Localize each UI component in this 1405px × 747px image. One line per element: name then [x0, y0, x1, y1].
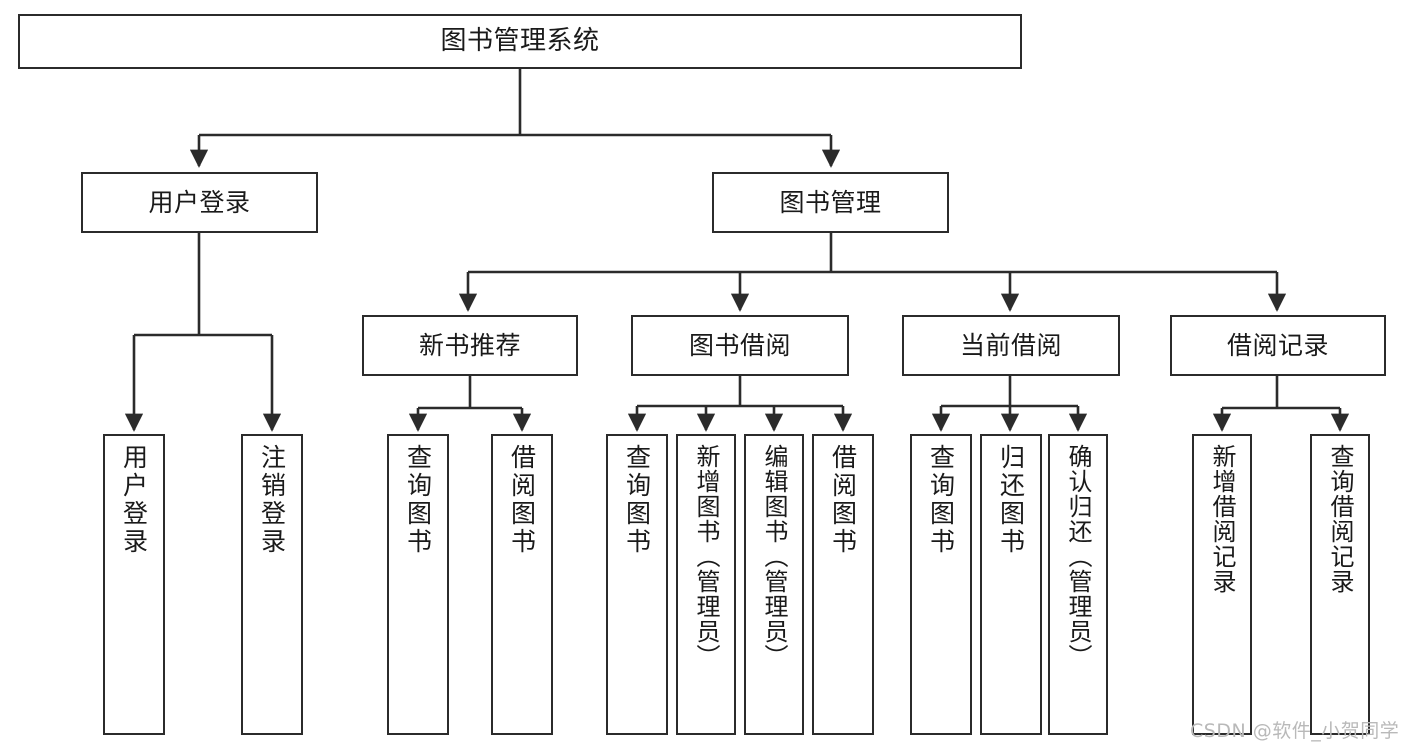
node-root-book-management-system[interactable]: 图书管理系统	[18, 14, 1022, 69]
node-leaf-user-login[interactable]: 用户登录	[103, 434, 165, 735]
node-label: 查询图书	[622, 444, 652, 556]
node-label: 用户登录	[119, 444, 149, 556]
node-label: 图书管理系统	[440, 26, 600, 57]
node-label: 新增图书（管理员）	[692, 444, 720, 669]
node-label: 查询图书	[403, 444, 433, 556]
node-leaf-query-book-2[interactable]: 查询图书	[606, 434, 668, 735]
node-leaf-borrow-book-2[interactable]: 借阅图书	[812, 434, 874, 735]
node-borrow-record[interactable]: 借阅记录	[1170, 315, 1386, 376]
node-label: 注销登录	[257, 444, 287, 556]
node-label: 借阅图书	[828, 444, 858, 556]
csdn-watermark: CSDN @软件_小贺同学	[1190, 720, 1400, 742]
node-label: 编辑图书（管理员）	[760, 444, 788, 669]
node-book-borrow[interactable]: 图书借阅	[631, 315, 849, 376]
node-label: 图书管理	[779, 187, 882, 217]
node-leaf-query-book-1[interactable]: 查询图书	[387, 434, 449, 735]
node-label: 查询图书	[926, 444, 956, 556]
node-current-borrow[interactable]: 当前借阅	[902, 315, 1120, 376]
node-user-login[interactable]: 用户登录	[81, 172, 318, 233]
node-leaf-borrow-book-1[interactable]: 借阅图书	[491, 434, 553, 735]
node-leaf-add-record[interactable]: 新增借阅记录	[1192, 434, 1252, 735]
node-leaf-add-book[interactable]: 新增图书（管理员）	[676, 434, 736, 735]
node-leaf-return-book[interactable]: 归还图书	[980, 434, 1042, 735]
node-label: 当前借阅	[959, 330, 1062, 360]
node-leaf-logout-login[interactable]: 注销登录	[241, 434, 303, 735]
node-label: 借阅记录	[1226, 330, 1329, 360]
node-label: 新增借阅记录	[1208, 444, 1236, 594]
node-label: 新书推荐	[418, 330, 521, 360]
node-new-book-recommend[interactable]: 新书推荐	[362, 315, 578, 376]
node-label: 借阅图书	[507, 444, 537, 556]
node-leaf-confirm-return[interactable]: 确认归还（管理员）	[1048, 434, 1108, 735]
node-leaf-edit-book[interactable]: 编辑图书（管理员）	[744, 434, 804, 735]
node-book-management[interactable]: 图书管理	[712, 172, 949, 233]
node-label: 归还图书	[996, 444, 1026, 556]
node-leaf-query-book-3[interactable]: 查询图书	[910, 434, 972, 735]
node-label: 确认归还（管理员）	[1064, 444, 1092, 669]
node-leaf-query-record[interactable]: 查询借阅记录	[1310, 434, 1370, 735]
node-label: 图书借阅	[688, 330, 791, 360]
node-label: 用户登录	[148, 187, 251, 217]
node-label: 查询借阅记录	[1326, 444, 1354, 594]
